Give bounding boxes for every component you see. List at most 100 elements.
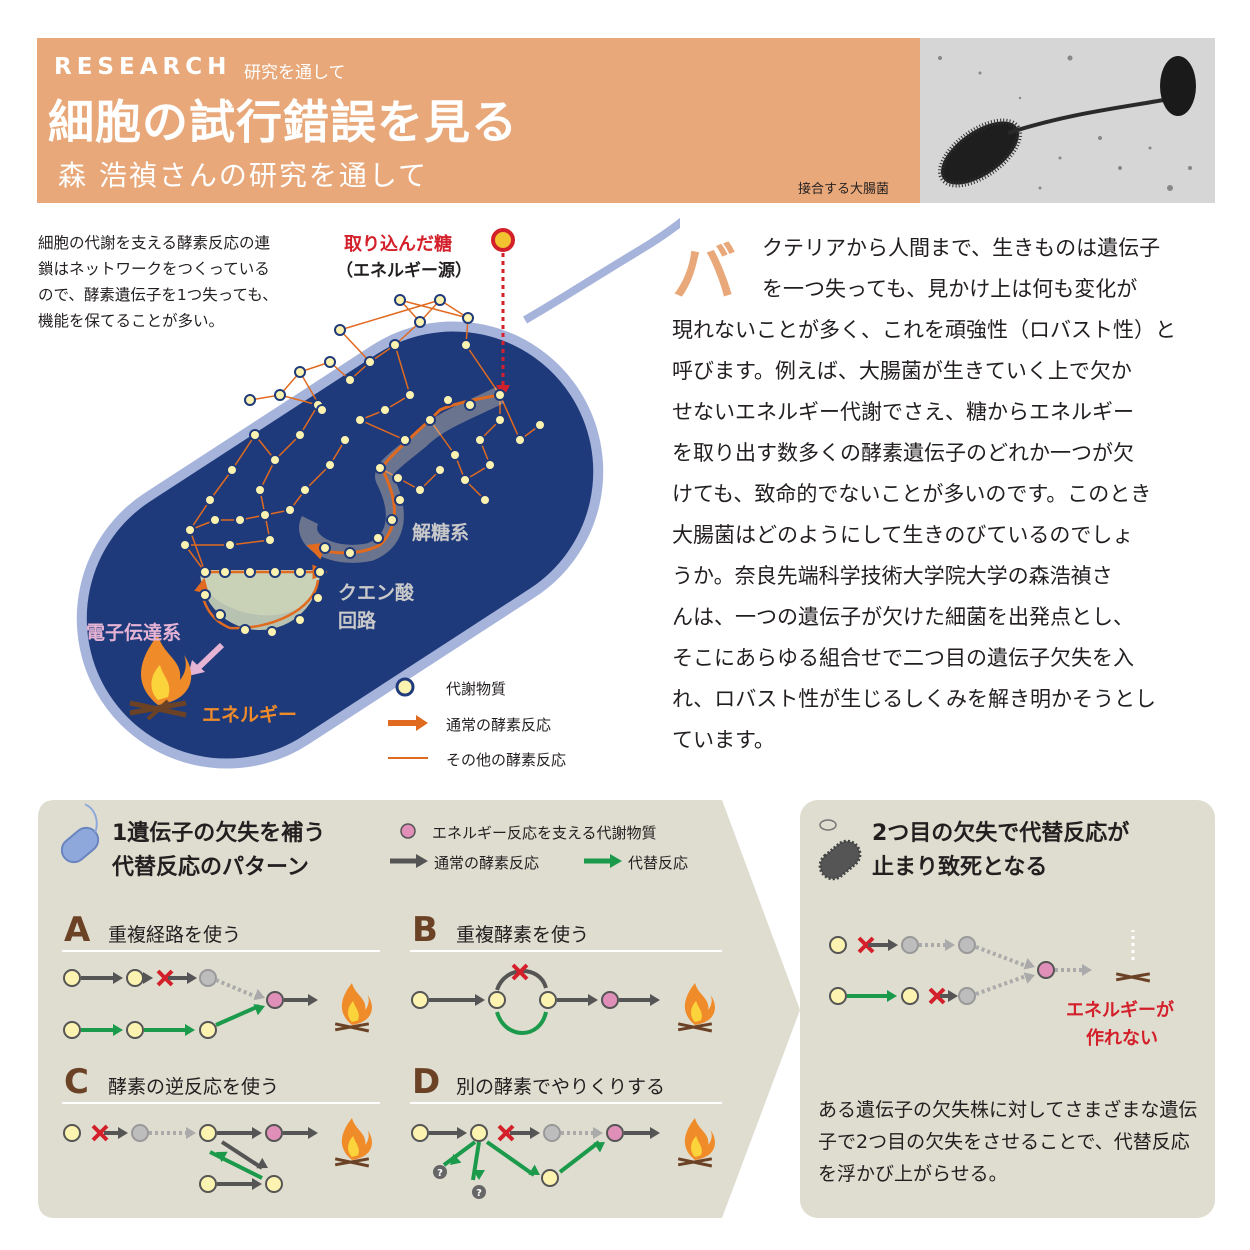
metabolite-node bbox=[484, 459, 496, 471]
metabolite-node-small bbox=[606, 1124, 624, 1142]
unknown-metabolite-icon bbox=[433, 1165, 447, 1179]
metabolite-node bbox=[294, 366, 306, 378]
metabolite-node-small bbox=[199, 1021, 217, 1039]
metabolite-node-small bbox=[131, 1124, 149, 1142]
deletion-mark bbox=[857, 936, 875, 954]
reaction-arrowhead bbox=[530, 1127, 540, 1139]
metabolite-node bbox=[364, 356, 376, 368]
metabolite-node-small bbox=[411, 1124, 429, 1142]
left-panel-title-1: 1遺伝子の欠失を補う bbox=[112, 821, 326, 846]
metabolite-node-small bbox=[488, 991, 506, 1009]
metabolite-node bbox=[254, 484, 266, 496]
reaction-arrow bbox=[442, 1140, 477, 1167]
metabolite-node bbox=[244, 394, 256, 406]
deletion-mark bbox=[156, 969, 174, 987]
reaction-arrowhead bbox=[252, 1127, 262, 1139]
metabolite-node bbox=[414, 316, 426, 328]
legend-energy-metabolite-icon bbox=[400, 823, 416, 839]
left-panel-title-2: 代替反応のパターン bbox=[112, 855, 309, 880]
page-subtitle: 森 浩禎さんの研究を通して bbox=[58, 159, 429, 192]
section-c-label: 酵素の逆反応を使う bbox=[108, 1076, 280, 1098]
metabolite-node-small bbox=[265, 1124, 283, 1142]
section-c-letter: C bbox=[64, 1062, 89, 1102]
reaction-arrow bbox=[485, 1140, 536, 1177]
section-a-letter: A bbox=[64, 910, 91, 950]
metabolite-node bbox=[219, 566, 231, 578]
article-paragraph-1: クテリアから人間まで、生きものは遺伝子 を一つ失っても、見かけ上は何も変化が bbox=[762, 236, 1161, 301]
reaction-arrowhead bbox=[143, 972, 153, 984]
reaction-arrowhead bbox=[186, 1127, 196, 1139]
section-b-letter: B bbox=[412, 910, 438, 950]
metabolite-node bbox=[414, 484, 426, 496]
metabolite-node bbox=[394, 294, 406, 306]
metabolite-node-small bbox=[958, 936, 976, 954]
metabolite-node-small bbox=[541, 1169, 559, 1187]
metabolite-node-small bbox=[829, 987, 847, 1005]
reaction-arrowhead bbox=[528, 1164, 540, 1175]
metabolite-node bbox=[312, 592, 324, 604]
metabolite-node bbox=[392, 472, 404, 484]
reaction-arrowhead bbox=[457, 1127, 467, 1139]
reaction-arrowhead bbox=[216, 1151, 228, 1163]
metabolite-node bbox=[434, 294, 446, 306]
metabolite-node bbox=[239, 624, 251, 636]
metabolite-node bbox=[394, 494, 406, 506]
metabolite-node bbox=[234, 514, 246, 526]
unknown-metabolite-icon bbox=[472, 1185, 486, 1199]
deletion-mark bbox=[91, 1124, 109, 1142]
reaction-arrow bbox=[220, 1140, 264, 1170]
metabolite-node bbox=[404, 389, 416, 401]
etc-arrow bbox=[195, 642, 225, 671]
reaction-arrowhead bbox=[253, 1004, 265, 1016]
reaction-arrowhead bbox=[945, 939, 955, 951]
metabolite-node-small bbox=[199, 1124, 217, 1142]
deletion-mark bbox=[497, 1124, 515, 1142]
metabolite-node bbox=[474, 434, 486, 446]
article-paragraph-2: 現れないことが多く、これを頑強性（ロバスト性）と 呼びます。例えば、大腸菌が生き… bbox=[672, 318, 1176, 752]
metabolite-node bbox=[316, 404, 328, 416]
energy-fire-icon bbox=[334, 983, 372, 1033]
reaction-arrowhead bbox=[593, 1142, 605, 1153]
tca-bottom-path bbox=[194, 577, 320, 630]
metabolite-node bbox=[284, 504, 296, 516]
legend-metabolite-icon bbox=[395, 677, 415, 697]
reaction-arrowhead bbox=[887, 990, 897, 1002]
sugar-icon bbox=[491, 228, 515, 252]
metabolite-node-small bbox=[199, 969, 217, 987]
metabolite-node bbox=[199, 566, 211, 578]
bacterium-left-shape bbox=[938, 118, 1022, 188]
metabolite-nodes bbox=[179, 294, 546, 638]
reaction-arrowhead bbox=[588, 994, 598, 1006]
metabolite-node bbox=[479, 494, 491, 506]
metabolite-node bbox=[299, 484, 311, 496]
energy-fire-icon bbox=[334, 1118, 372, 1168]
metabolite-node bbox=[424, 414, 436, 426]
reaction-arrowhead bbox=[252, 1178, 262, 1190]
metabolite-node-small bbox=[901, 987, 919, 1005]
metabolite-node bbox=[204, 494, 216, 506]
left-panel-bg bbox=[38, 800, 800, 1218]
sugar-label: 取り込んだ糖 bbox=[344, 234, 452, 255]
section-b-label: 重複酵素を使う bbox=[456, 924, 590, 946]
energy-label: エネルギー bbox=[202, 704, 298, 726]
metabolite-node bbox=[354, 414, 366, 426]
etc-label: 電子伝達系 bbox=[86, 622, 182, 644]
metabolite-node bbox=[294, 614, 306, 626]
metabolite-node bbox=[442, 394, 454, 406]
metabolite-node-small bbox=[470, 1124, 488, 1142]
reaction-arrowhead bbox=[1023, 972, 1035, 984]
metabolite-node bbox=[379, 404, 391, 416]
right-panel-title-1: 2つ目の欠失で代替反応が bbox=[872, 821, 1130, 846]
reaction-arrow bbox=[558, 1140, 601, 1174]
metabolism-diagram bbox=[76, 217, 680, 769]
intro-note: 細胞の代謝を支える酵素反応の連鎖はネットワークをつくっているので、酵素遺伝子を1… bbox=[38, 234, 278, 330]
metabolite-node-small bbox=[63, 1021, 81, 1039]
metabolite-node bbox=[372, 532, 384, 544]
reaction-arrow bbox=[471, 1141, 481, 1181]
reaction-arrowhead bbox=[1023, 958, 1035, 970]
legend-normal-dark: 通常の酵素反応 bbox=[434, 854, 540, 872]
reaction-arrowhead bbox=[113, 972, 123, 984]
metabolite-node bbox=[449, 449, 461, 461]
flagellum-shape bbox=[523, 217, 680, 324]
